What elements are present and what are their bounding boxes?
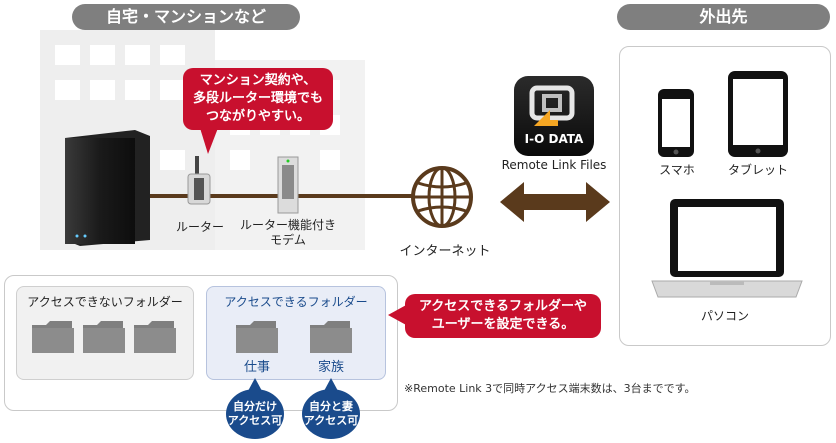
- self-only-badge: 自分だけ アクセス可: [226, 389, 284, 439]
- router-callout-line1: マンション契約や、: [199, 73, 317, 88]
- router-callout: マンション契約や、 多段ルーター環境でも つながりやすい。: [183, 68, 333, 130]
- modem-label-line1: ルーター機能付き: [239, 218, 336, 232]
- folders-callout: アクセスできるフォルダーや ユーザーを設定できる。: [405, 294, 601, 338]
- self-only-pointer: [248, 378, 262, 391]
- router-callout-pointer: [200, 128, 218, 154]
- self-only-line2: アクセス可: [227, 414, 283, 427]
- pc-label: パソコン: [700, 309, 749, 323]
- folders-callout-line1: アクセスできるフォルダーや: [418, 299, 588, 314]
- double-arrow-icon: [500, 182, 610, 222]
- folder-icon: [134, 321, 176, 353]
- remote-link-app-icon[interactable]: I-O DATA: [514, 76, 594, 156]
- self-wife-badge: 自分と妻 アクセス可: [302, 389, 360, 439]
- router-label: ルーター: [175, 220, 224, 234]
- globe-icon: [411, 166, 473, 228]
- remote-title: 外出先: [699, 7, 748, 26]
- internet-label: インターネット: [399, 244, 491, 259]
- work-folder-label: 仕事: [243, 360, 270, 375]
- folders-callout-pointer: [388, 304, 408, 326]
- folder-icon[interactable]: [310, 319, 352, 353]
- tablet-label: タブレット: [727, 163, 788, 177]
- modem-label: ルーター機能付き モデム: [238, 218, 338, 248]
- footnote: ※Remote Link 3で同時アクセス端末数は、3台までです。: [404, 382, 696, 395]
- self-wife-line2: アクセス可: [303, 414, 359, 427]
- router-callout-line3: つながりやすい。: [205, 109, 310, 124]
- nas-device-icon: [65, 130, 150, 246]
- folder-icon: [83, 321, 125, 353]
- router-icon: [187, 156, 211, 205]
- modem-icon: [277, 156, 299, 214]
- remote-devices-panel: スマホ タブレット パソコン: [619, 46, 831, 346]
- folders-callout-line2: ユーザーを設定できる。: [431, 317, 575, 332]
- app-label: Remote Link Files: [501, 158, 607, 172]
- no-access-title: アクセスできないフォルダー: [27, 295, 183, 309]
- modem-label-line2: モデム: [270, 233, 306, 247]
- self-wife-line1: 自分と妻: [309, 400, 353, 413]
- access-folder-group: アクセスできるフォルダー: [206, 286, 386, 380]
- laptop-icon: [651, 199, 803, 298]
- remote-title-pill: 外出先: [617, 4, 830, 30]
- folder-icon: [32, 321, 74, 353]
- self-wife-pointer: [324, 378, 338, 391]
- self-only-line1: 自分だけ: [233, 400, 277, 413]
- smartphone-label: スマホ: [659, 163, 695, 177]
- access-title: アクセスできるフォルダー: [224, 295, 368, 309]
- family-folder-label: 家族: [317, 360, 344, 375]
- router-callout-line2: 多段ルーター環境でも: [192, 91, 323, 106]
- app-logo-icon: [529, 85, 575, 126]
- app-brand: I-O DATA: [524, 132, 584, 146]
- smartphone-icon: [658, 89, 694, 157]
- home-title-pill: 自宅・マンションなど: [72, 4, 300, 30]
- folder-icon[interactable]: [236, 319, 278, 353]
- tablet-icon: [728, 71, 788, 157]
- home-title: 自宅・マンションなど: [105, 7, 266, 26]
